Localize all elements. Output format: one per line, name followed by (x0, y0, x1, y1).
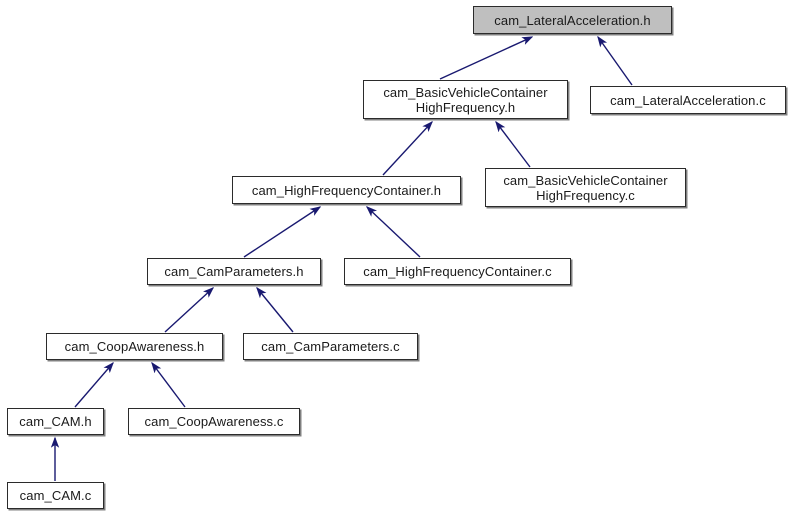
graph-node-lateral_acceleration_h[interactable]: cam_LateralAcceleration.h (473, 6, 672, 34)
graph-node-cam_parameters_c[interactable]: cam_CamParameters.c (243, 333, 418, 360)
edge-cam_parameters_h-to-high_frequency_container_h (243, 206, 322, 258)
graph-node-basic_vehicle_container_high_frequency_h[interactable]: cam_BasicVehicleContainer HighFrequency.… (363, 80, 568, 119)
graph-node-coop_awareness_h[interactable]: cam_CoopAwareness.h (46, 333, 223, 360)
edge-coop_awareness_c-to-coop_awareness_h (151, 361, 186, 408)
edge-high_frequency_container_h-to-basic_vehicle_container_high_frequency_h (382, 120, 433, 176)
edge-basic_vehicle_container_high_frequency_h-to-lateral_acceleration_h (439, 36, 534, 80)
graph-node-basic_vehicle_container_high_frequency_c[interactable]: cam_BasicVehicleContainer HighFrequency.… (485, 168, 686, 207)
edge-lateral_acceleration_c-to-lateral_acceleration_h (597, 35, 633, 86)
edge-cam_h-to-coop_awareness_h (74, 361, 114, 408)
edge-basic_vehicle_container_high_frequency_c-to-basic_vehicle_container_high_frequency_h (495, 120, 531, 168)
edge-cam_parameters_c-to-cam_parameters_h (256, 286, 294, 333)
graph-node-lateral_acceleration_c[interactable]: cam_LateralAcceleration.c (590, 86, 786, 114)
graph-node-high_frequency_container_h[interactable]: cam_HighFrequencyContainer.h (232, 176, 461, 204)
graph-node-cam_c[interactable]: cam_CAM.c (7, 482, 104, 509)
graph-node-cam_parameters_h[interactable]: cam_CamParameters.h (147, 258, 321, 285)
graph-node-cam_h[interactable]: cam_CAM.h (7, 408, 104, 435)
edge-high_frequency_container_c-to-high_frequency_container_h (365, 206, 421, 258)
edge-coop_awareness_h-to-cam_parameters_h (164, 287, 215, 333)
graph-node-high_frequency_container_c[interactable]: cam_HighFrequencyContainer.c (344, 258, 571, 285)
graph-node-coop_awareness_c[interactable]: cam_CoopAwareness.c (128, 408, 300, 435)
